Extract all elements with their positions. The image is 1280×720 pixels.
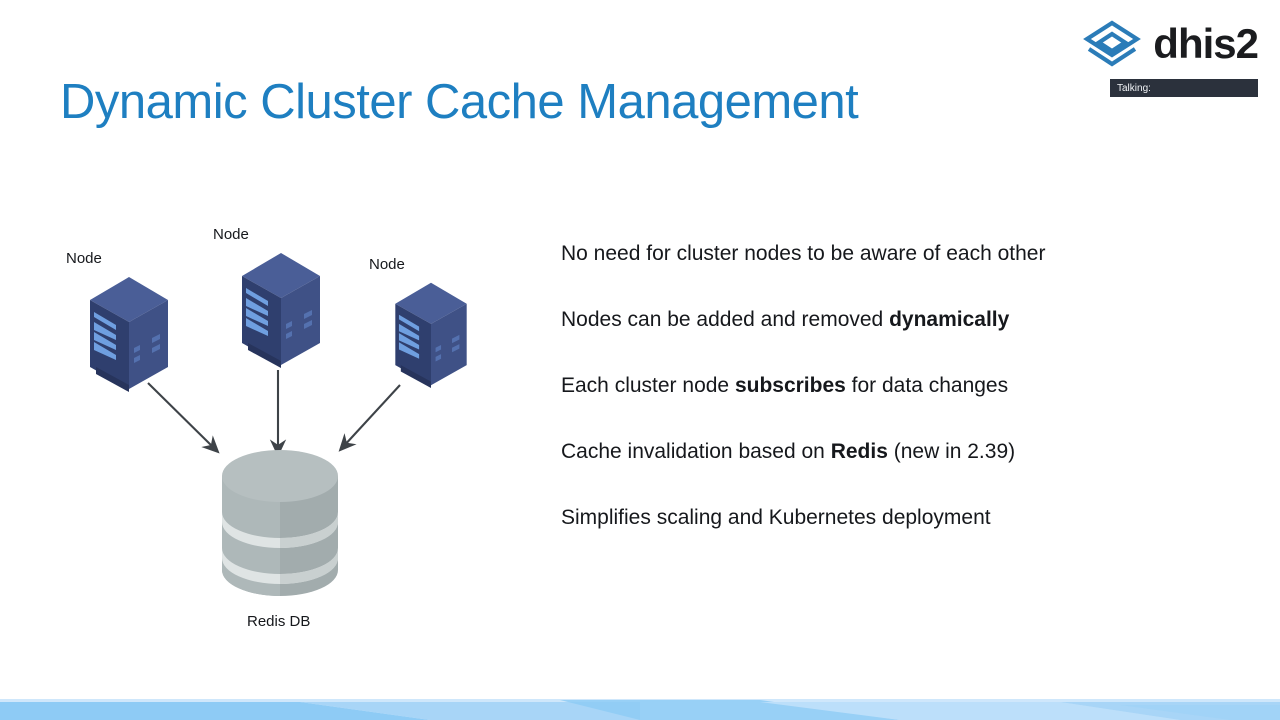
node-label-middle: Node — [213, 226, 249, 243]
server-tower-icon — [242, 253, 320, 368]
talking-status-badge: Talking: — [1110, 79, 1258, 97]
dhis2-brand: dhis2 — [1081, 18, 1259, 70]
server-tower-icon — [395, 282, 467, 388]
footer-wave-decoration — [0, 699, 1280, 720]
bullet-item: No need for cluster nodes to be aware of… — [561, 242, 1046, 265]
bullet-list: No need for cluster nodes to be aware of… — [561, 243, 1201, 573]
node-label-right: Node — [369, 256, 405, 273]
arrow-down-icon — [147, 370, 401, 458]
bullet-item: Nodes can be added and removed dynamical… — [561, 308, 1010, 331]
bullet-item: Simplifies scaling and Kubernetes deploy… — [561, 506, 991, 529]
bullet-item: Cache invalidation based on Redis (new i… — [561, 440, 1016, 463]
database-cylinder-icon — [222, 450, 338, 596]
database-label: Redis DB — [247, 613, 311, 630]
dhis2-diamond-logo-icon — [1081, 18, 1143, 70]
bullet-item: Each cluster node subscribes for data ch… — [561, 374, 1009, 397]
cluster-cache-diagram: Node Node Node — [0, 200, 540, 650]
dhis2-wordmark: dhis2 — [1153, 20, 1259, 67]
talking-label: Talking: — [1117, 82, 1151, 94]
server-tower-icon — [90, 277, 168, 392]
node-label-left: Node — [66, 250, 102, 267]
slide-title: Dynamic Cluster Cache Management — [60, 75, 859, 129]
